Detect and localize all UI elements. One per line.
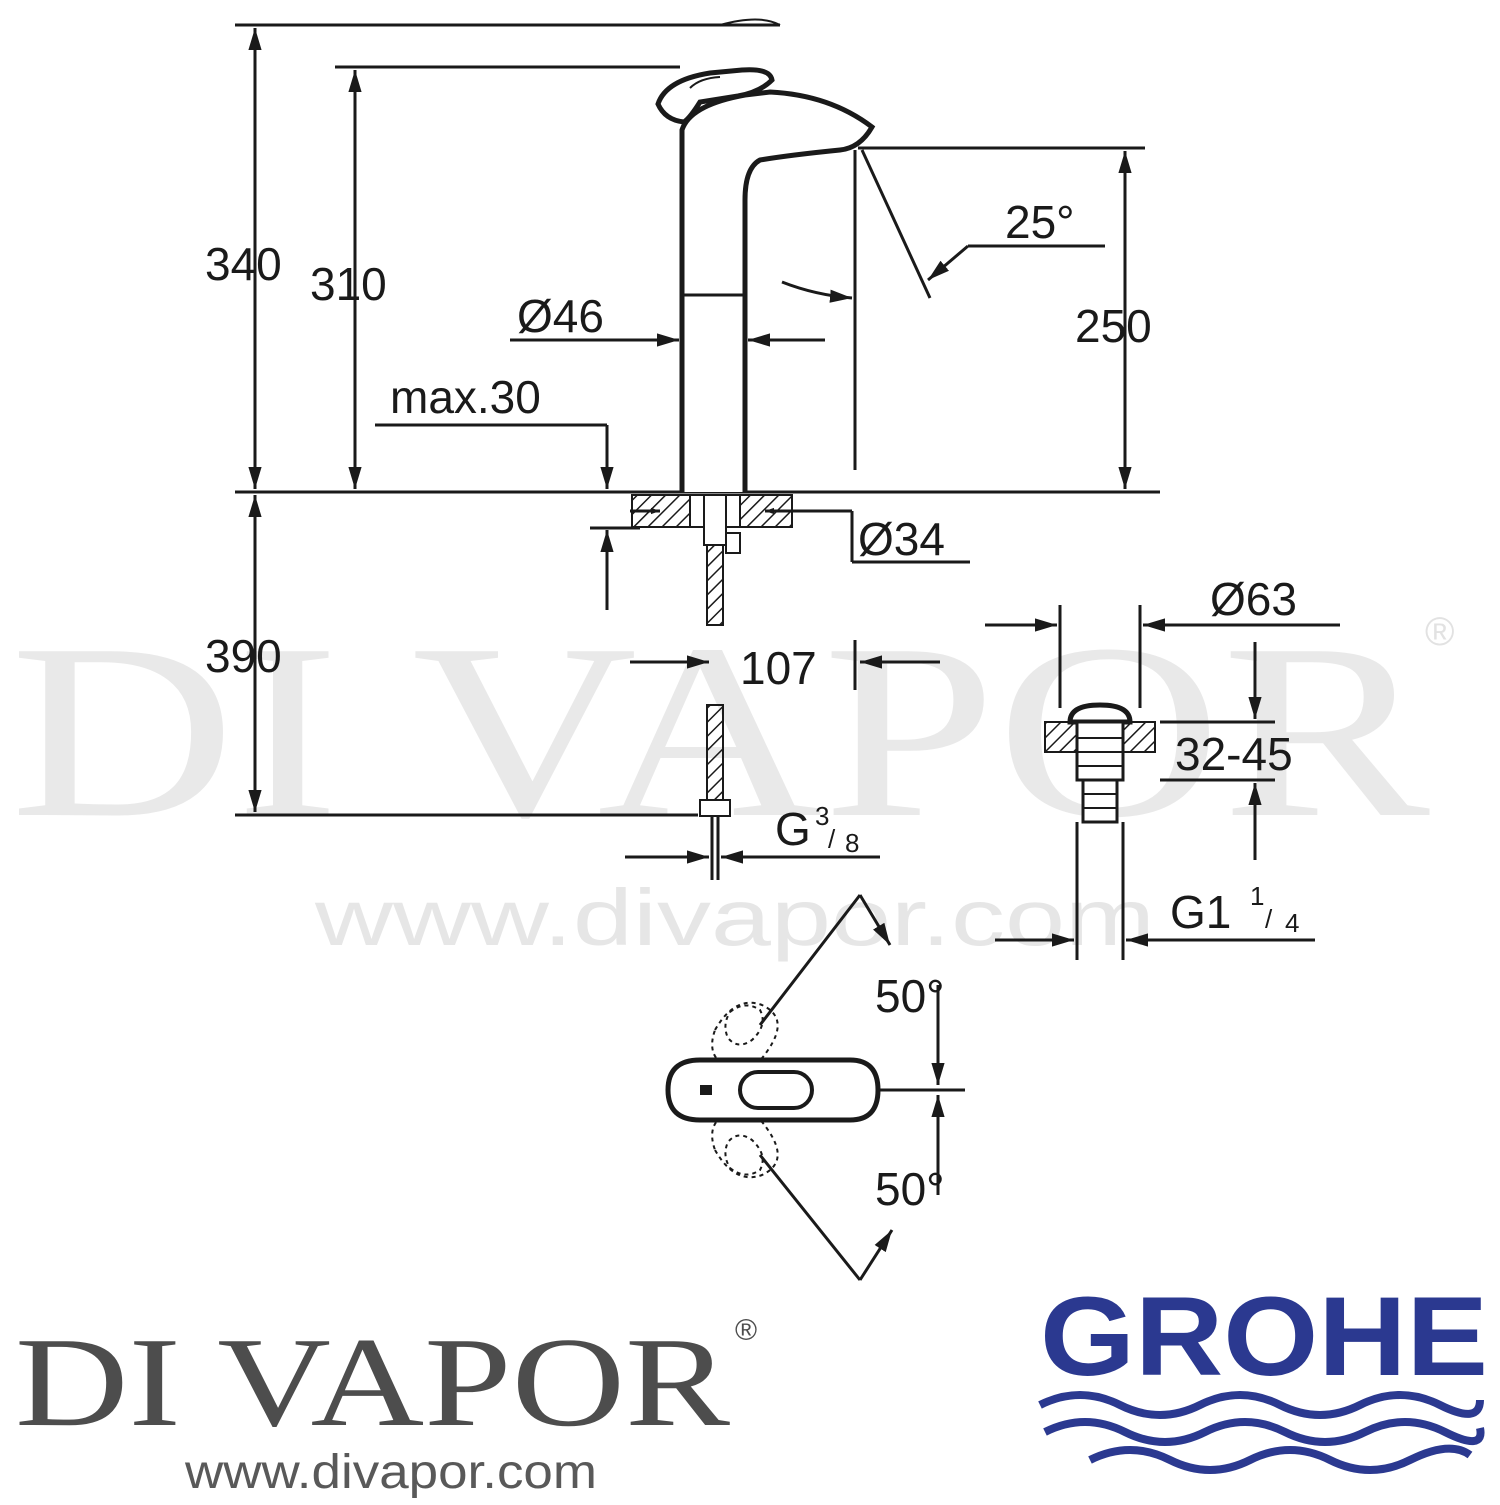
basin-hatch-left <box>1044 721 1078 753</box>
dim-label-390: 390 <box>205 630 282 682</box>
dim-label-25: 25° <box>1005 196 1075 248</box>
faucet-body <box>655 67 876 492</box>
lever-ghost-up-inner <box>724 1004 764 1046</box>
watermark: DI VAPOR ® www.divapor.com <box>10 593 1454 962</box>
angle-arc-25 <box>781 280 853 303</box>
footer-left-brand: DI VAPOR ® www.divapor.com <box>15 1311 757 1499</box>
hose-top <box>706 544 724 626</box>
dim-label-34: Ø34 <box>858 513 945 565</box>
dim-label-g38-den: 8 <box>845 828 859 858</box>
leader-25-arrow <box>927 244 969 282</box>
lever-arrow-up-1 <box>858 894 892 946</box>
lever-ghost-down-inner <box>724 1134 764 1176</box>
dim-label-50-down: 50° <box>875 1163 945 1215</box>
hose-bottom <box>706 704 724 801</box>
dim-label-g114-main: G1 <box>1170 886 1231 938</box>
lever-indicator <box>700 1085 712 1095</box>
lever-slot <box>738 1070 814 1110</box>
lever-detail <box>689 76 721 89</box>
dim-label-63: Ø63 <box>1210 573 1297 625</box>
grohe-wave-3 <box>1088 1444 1473 1474</box>
divapor-logo-registered: ® <box>735 1314 757 1347</box>
dim-label-46: Ø46 <box>517 290 604 342</box>
lever-ghost <box>719 18 781 26</box>
grohe-logo-text: GROHE <box>1040 1274 1488 1399</box>
dim-label-g38-main: G <box>775 803 811 855</box>
dim-label-340: 340 <box>205 238 282 290</box>
deck-section <box>630 494 795 554</box>
dim-label-107: 107 <box>740 642 817 694</box>
divapor-logo-text: DI VAPOR <box>15 1311 731 1453</box>
watermark-registered: ® <box>1425 610 1454 654</box>
lever-top-view <box>665 894 965 1281</box>
grohe-wave-2 <box>1043 1418 1485 1446</box>
dim-label-g38-slash: / <box>828 824 836 854</box>
shank-rod <box>703 494 727 546</box>
angle-spout-line <box>860 149 932 299</box>
waste-plug <box>1067 702 1133 725</box>
divapor-url: www.divapor.com <box>184 1446 597 1499</box>
watermark-url: www.divapor.com <box>314 873 1155 962</box>
dim-label-50-up: 50° <box>875 970 945 1022</box>
faucet-spout <box>679 89 876 492</box>
hose-nut <box>699 799 731 817</box>
dim-label-32-45: 32-45 <box>1175 728 1293 780</box>
dim-label-g38-num: 3 <box>815 801 829 831</box>
lever-arrow-down-2 <box>858 1229 894 1281</box>
dim-label-g114-slash: / <box>1265 904 1273 934</box>
grohe-wave-1 <box>1038 1391 1484 1419</box>
basin-hatch-right <box>1122 721 1156 753</box>
flex-hoses <box>699 544 731 880</box>
dim-label-max30: max.30 <box>390 371 541 423</box>
faucet-lever <box>655 67 775 125</box>
waste-assembly <box>1044 605 1156 960</box>
shank-clip <box>725 532 741 554</box>
dim-label-250: 250 <box>1075 300 1152 352</box>
dim-label-g114-den: 4 <box>1285 908 1299 938</box>
grohe-logo: GROHE <box>1038 1274 1488 1474</box>
lever-angle-down-line <box>758 1154 862 1281</box>
dim-label-g114-num: 1 <box>1250 881 1264 911</box>
waste-nut <box>1081 778 1119 824</box>
lever-angle-up-line <box>758 894 862 1026</box>
dim-label-310: 310 <box>310 258 387 310</box>
